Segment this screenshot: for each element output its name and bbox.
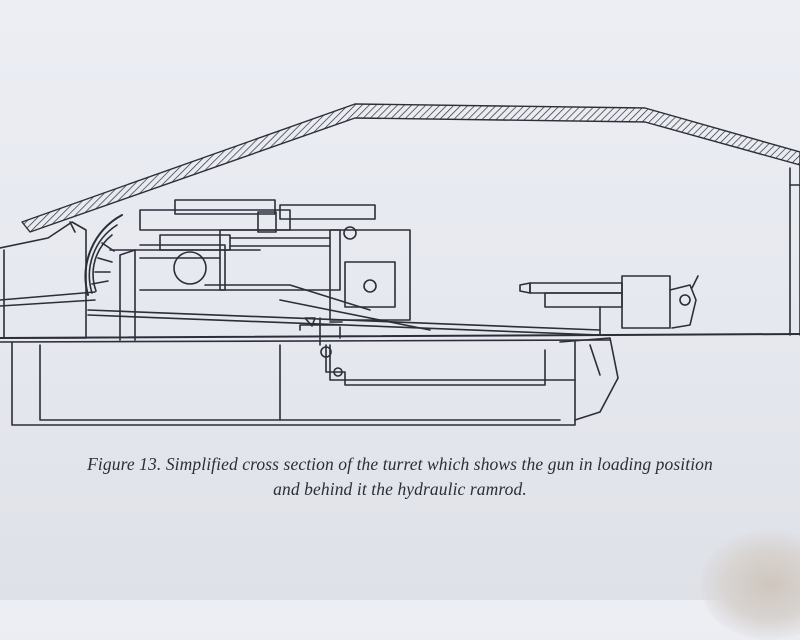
hydraulic-piping xyxy=(299,317,546,386)
turret-cross-section-drawing xyxy=(0,103,800,426)
caption-line-1: Figure 13. Simplified cross section of t… xyxy=(87,454,713,474)
loading-tray xyxy=(87,249,601,341)
elevating-arc xyxy=(84,214,123,296)
turret-rear-wall xyxy=(789,164,800,336)
finger-shadow xyxy=(700,530,800,640)
figure-caption: Figure 13. Simplified cross section of t… xyxy=(0,452,800,502)
hydraulic-ramrod xyxy=(519,275,699,331)
turret-roof-armor xyxy=(21,103,800,233)
turret-basket xyxy=(11,337,619,426)
caption-line-2: and behind it the hydraulic ramrod. xyxy=(273,479,527,499)
book-page: Figure 13. Simplified cross section of t… xyxy=(0,103,800,640)
gun-mantlet xyxy=(0,221,96,339)
turret-deck xyxy=(0,333,800,343)
main-gun-breech xyxy=(109,199,411,321)
